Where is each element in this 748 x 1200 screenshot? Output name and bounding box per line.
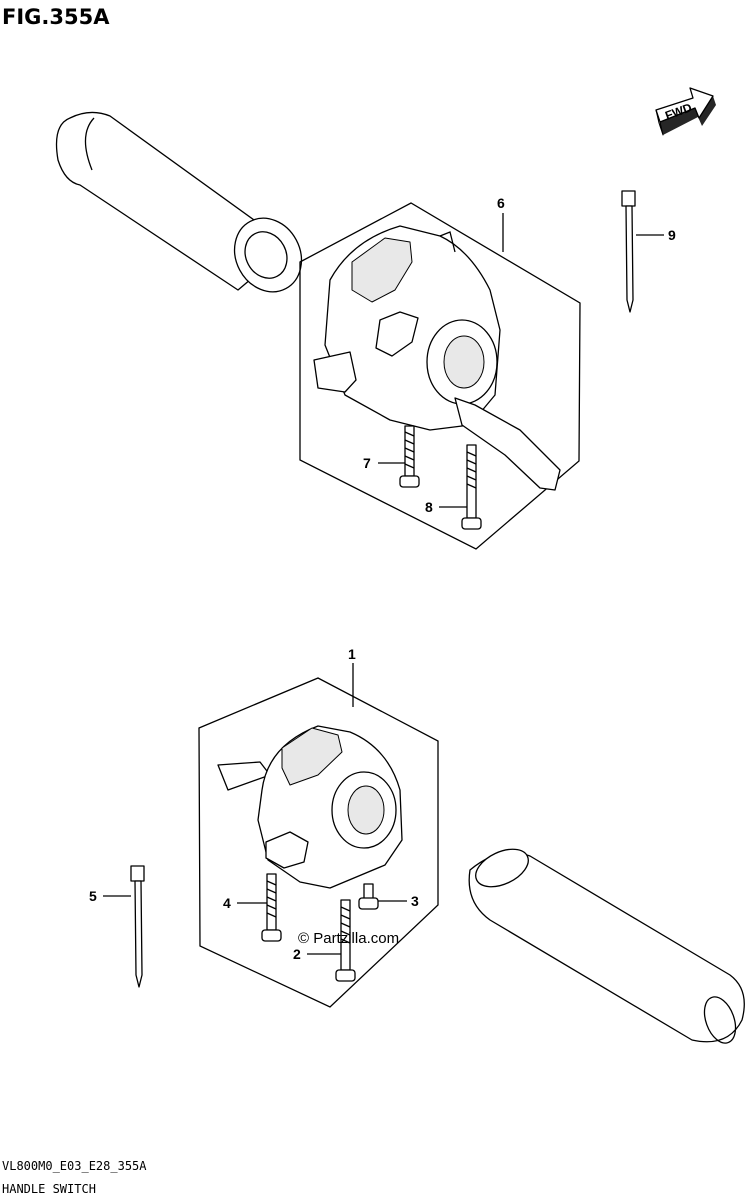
upper-switch-housing-part bbox=[313, 225, 561, 491]
callout-3: 3 bbox=[411, 893, 419, 909]
callout-7: 7 bbox=[363, 455, 371, 471]
lower-switch-housing-part bbox=[217, 725, 403, 889]
watermark: © Partzilla.com bbox=[298, 930, 399, 947]
screw-2-part bbox=[335, 899, 356, 982]
screw-4-part bbox=[261, 873, 282, 942]
callout-9: 9 bbox=[668, 227, 676, 243]
callout-4: 4 bbox=[223, 895, 231, 911]
upper-assembly-outline bbox=[299, 202, 581, 550]
screw-7-part bbox=[399, 425, 420, 488]
leader-lines bbox=[103, 213, 664, 955]
lower-assembly-outline bbox=[198, 677, 439, 1008]
lower-grip-part bbox=[468, 848, 745, 1044]
cable-tie-9-part bbox=[621, 190, 636, 313]
callout-2: 2 bbox=[293, 946, 301, 962]
figure-title: FIG.355A bbox=[2, 5, 110, 29]
callout-1: 1 bbox=[348, 646, 356, 662]
upper-grip-part bbox=[55, 111, 303, 293]
footer-name: HANDLE SWITCH bbox=[2, 1182, 96, 1196]
callout-5: 5 bbox=[89, 888, 97, 904]
callout-6: 6 bbox=[497, 195, 505, 211]
screw-3-part bbox=[358, 883, 379, 910]
screw-8-part bbox=[461, 444, 482, 530]
footer-code: VL800M0_E03_E28_355A bbox=[2, 1159, 147, 1173]
cable-tie-5-part bbox=[130, 865, 145, 988]
callout-8: 8 bbox=[425, 499, 433, 515]
fwd-arrow-icon: FWD bbox=[655, 87, 716, 136]
